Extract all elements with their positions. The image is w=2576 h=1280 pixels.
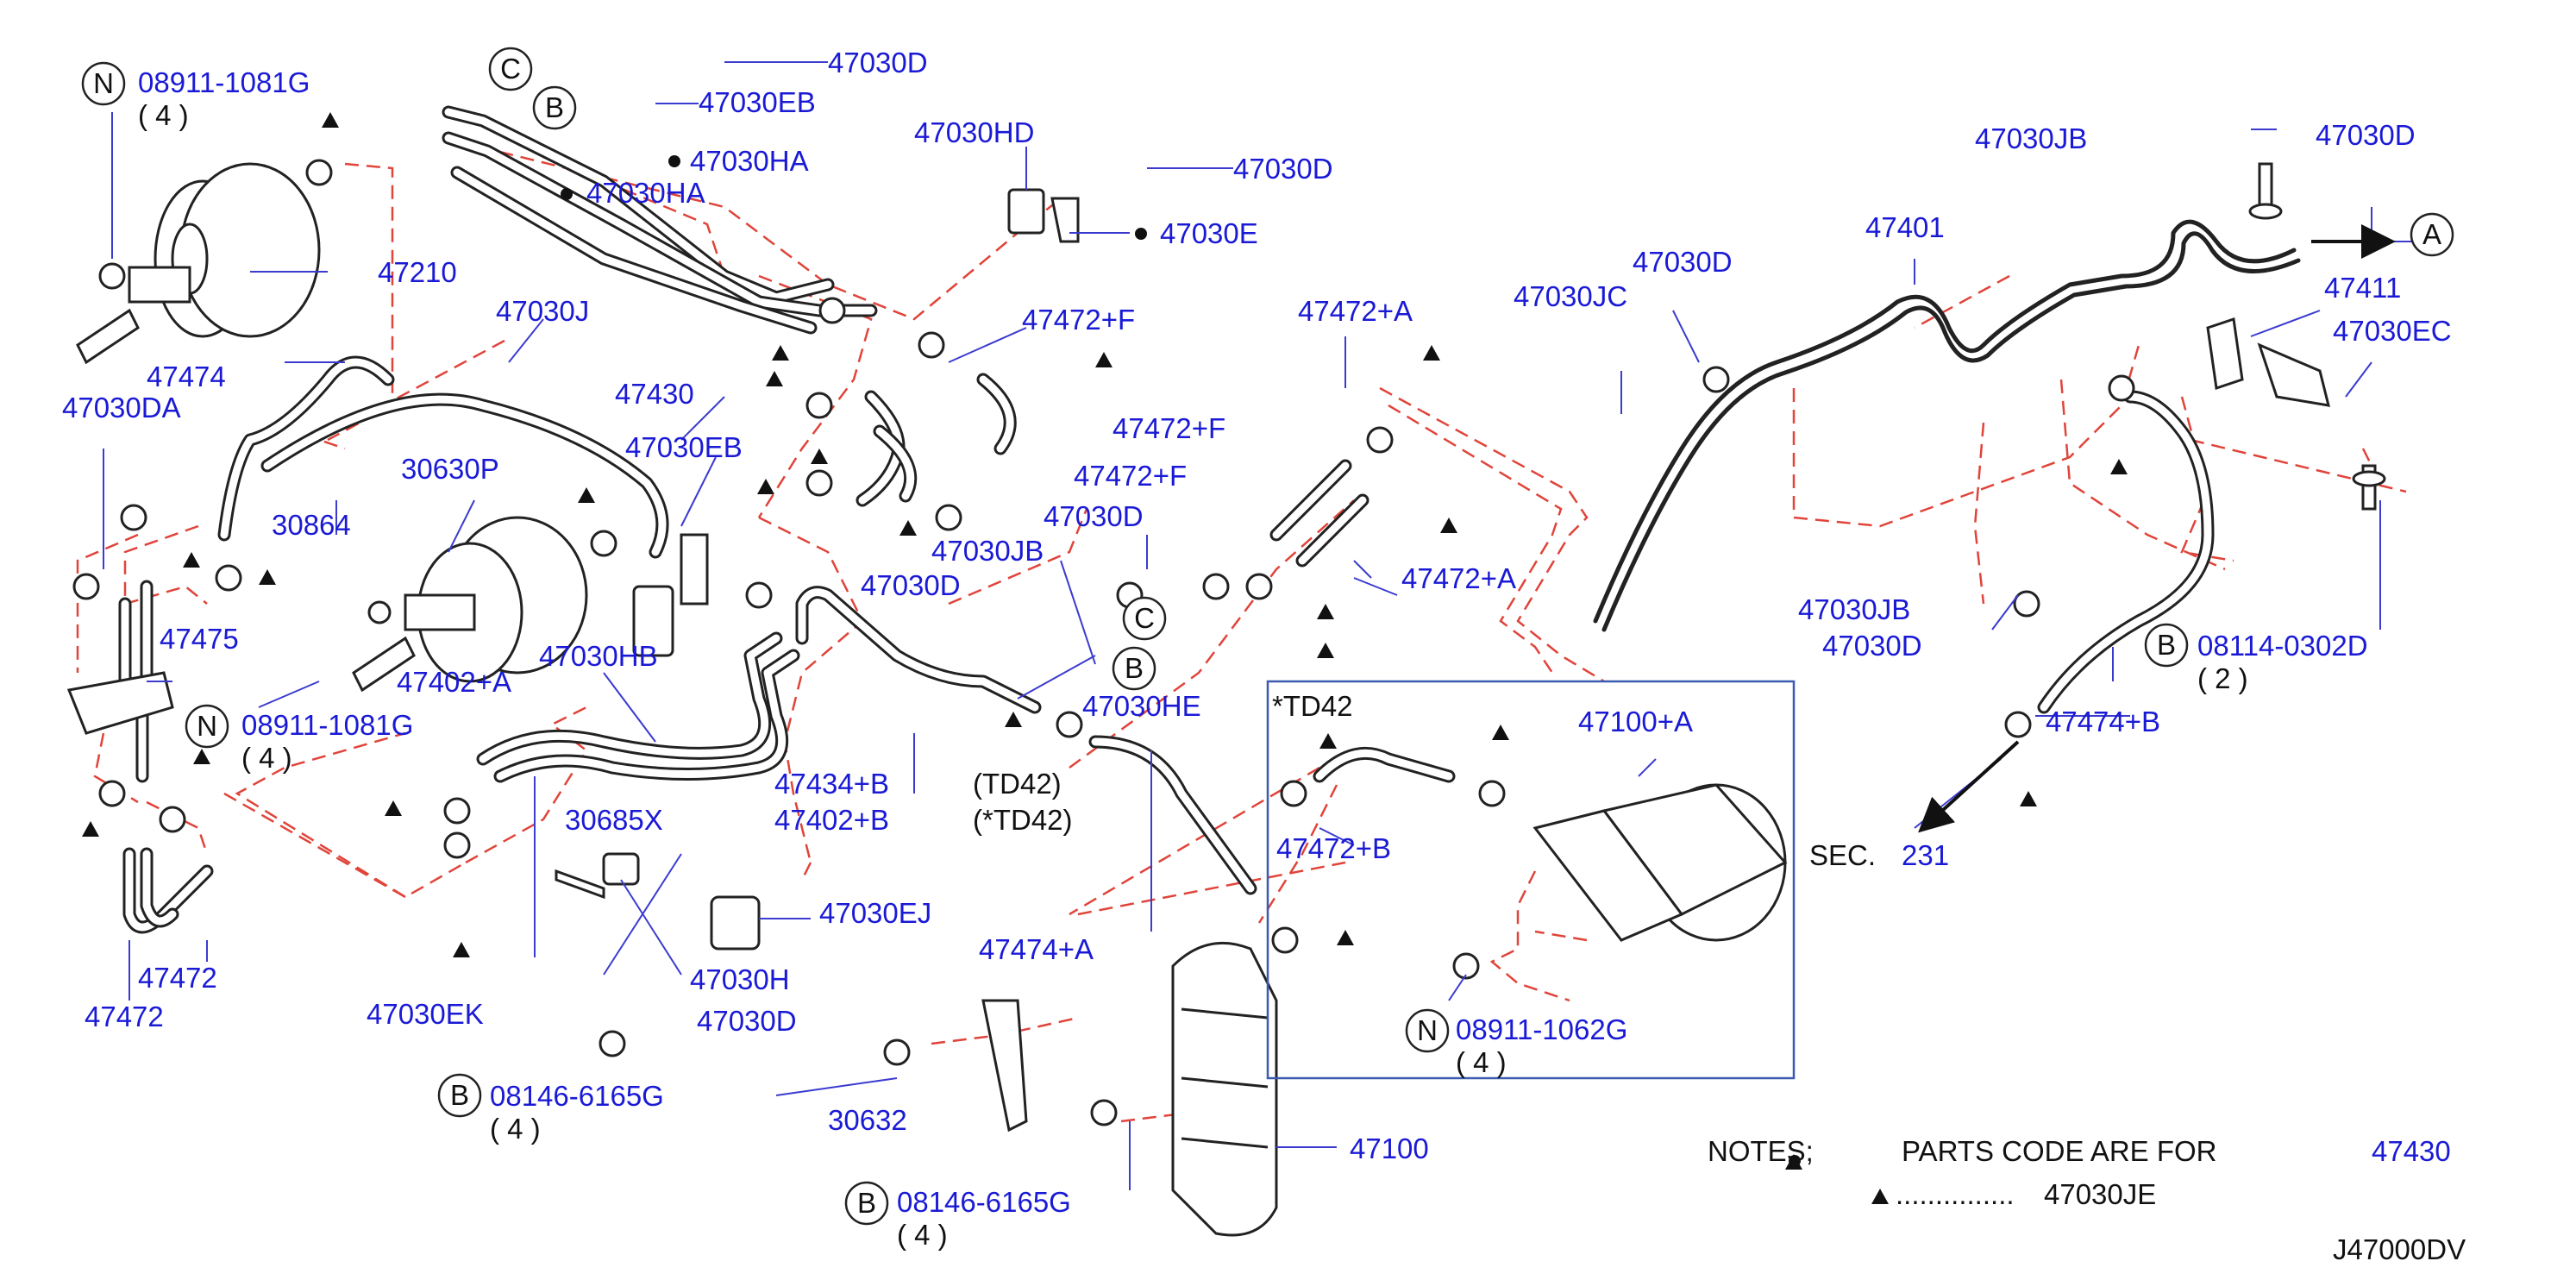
label-47030d-mid: 47030D xyxy=(1044,500,1144,532)
label-47030ec: 47030EC xyxy=(2333,315,2452,347)
label-47030d-hd: 47030D xyxy=(1233,153,1333,185)
note-symbols xyxy=(82,112,2128,1170)
label-47030jb-top: 47030JB xyxy=(1975,122,2087,154)
callout-b-mid: B xyxy=(1125,652,1144,684)
label-sec: SEC. xyxy=(1809,839,1876,871)
label-47100a: 47100+A xyxy=(1578,706,1693,737)
label-47474: 47474 xyxy=(147,361,226,392)
callout-n-top: N xyxy=(93,67,114,99)
label-td42: (TD42) xyxy=(973,768,1062,800)
label-qty-4-left: ( 4 ) xyxy=(490,1113,541,1145)
notes-triangle-icon xyxy=(1871,1189,1889,1204)
label-47030d-right: 47030D xyxy=(1822,630,1922,662)
label-47430: 47430 xyxy=(615,378,694,410)
label-47472f-low: 47472+F xyxy=(1074,460,1187,492)
label-47030e: 47030E xyxy=(1160,217,1258,249)
callout-b-lower-left: B xyxy=(450,1079,469,1111)
label-47030da: 47030DA xyxy=(62,392,181,424)
diagram-id: J47000DV xyxy=(2333,1233,2466,1265)
label-47030jc: 47030JC xyxy=(1514,280,1627,312)
label-47030eb-mid: 47030EB xyxy=(625,431,743,463)
callout-a-right: A xyxy=(2422,218,2441,250)
label-30630p: 30630P xyxy=(401,453,499,485)
label-47402b: 47402+B xyxy=(774,804,889,836)
leader-lines xyxy=(103,61,2423,1190)
callout-c-top: C xyxy=(500,53,521,85)
label-47411: 47411 xyxy=(2324,272,2401,304)
label-qty-4-inset: ( 4 ) xyxy=(1456,1046,1507,1078)
label-47472f-top: 47472+F xyxy=(1022,304,1135,336)
label-47472b: 47472+B xyxy=(1276,832,1391,864)
label-47401: 47401 xyxy=(1865,211,1945,243)
callout-n-mid: N xyxy=(197,710,217,742)
callout-b-bottom: B xyxy=(857,1187,876,1219)
label-47030ej: 47030EJ xyxy=(819,897,931,929)
part-labels: 08911-1081G ( 4 ) 47030D 47030EB 47030HA… xyxy=(62,47,2452,1251)
label-47030he: 47030HE xyxy=(1082,690,1201,722)
notes-section: NOTES; PARTS CODE ARE FOR 47430 ........… xyxy=(1708,1135,2451,1210)
label-47030ek: 47030EK xyxy=(367,998,484,1030)
label-47030hd: 47030HD xyxy=(914,116,1034,148)
label-47030h: 47030H xyxy=(690,963,790,995)
label-47030d-left: 47030D xyxy=(861,569,961,601)
notes-line2-dots: ............... xyxy=(1896,1178,2015,1210)
label-47472a-top: 47472+A xyxy=(1298,295,1413,327)
label-47474a: 47474+A xyxy=(979,933,1094,965)
label-qty-2: ( 2 ) xyxy=(2197,662,2248,694)
callout-circles: C B N N C B B B N A B xyxy=(81,47,2454,1226)
label-47475: 47475 xyxy=(160,623,239,655)
label-star-td42: (*TD42) xyxy=(973,804,1073,836)
label-47402a: 47402+A xyxy=(397,666,511,698)
td42-inset-box xyxy=(1266,680,1796,1080)
label-47030jb-mid: 47030JB xyxy=(931,535,1044,567)
callout-n-inset: N xyxy=(1417,1014,1438,1046)
label-08911-1081g-top: 08911-1081G xyxy=(138,66,310,98)
label-47030eb-top: 47030EB xyxy=(699,86,816,118)
label-47472f-mid: 47472+F xyxy=(1113,412,1225,444)
label-08114-0302d: 08114-0302D xyxy=(2197,630,2368,662)
label-08146-6165g-left: 08146-6165G xyxy=(490,1080,664,1112)
notes-line1-text: PARTS CODE ARE FOR xyxy=(1902,1135,2217,1167)
label-47030j: 47030J xyxy=(496,295,589,327)
notes-line1-part: 47430 xyxy=(2372,1135,2451,1167)
label-qty-4-mid: ( 4 ) xyxy=(241,742,292,774)
label-47472-lower: 47472 xyxy=(85,1001,164,1032)
label-td42-inset: *TD42 xyxy=(1272,690,1353,722)
label-47030d-topright: 47030D xyxy=(2316,119,2416,151)
notes-line2-part: 47030JE xyxy=(2044,1178,2156,1210)
label-47100: 47100 xyxy=(1350,1133,1429,1164)
label-30864: 30864 xyxy=(272,509,351,541)
callout-c-mid: C xyxy=(1134,602,1155,634)
label-47030jb-right: 47030JB xyxy=(1798,593,1910,625)
label-qty-4-bottom: ( 4 ) xyxy=(897,1219,948,1251)
components xyxy=(66,159,2386,1237)
notes-heading: NOTES; xyxy=(1708,1135,1814,1167)
callout-b-right: B xyxy=(2157,629,2176,661)
label-47474b: 47474+B xyxy=(2046,706,2160,737)
label-30685x: 30685X xyxy=(565,804,663,836)
label-47030hb: 47030HB xyxy=(539,640,658,672)
label-08911-1081g-mid: 08911-1081G xyxy=(241,709,413,741)
label-47030d-top: 47030D xyxy=(828,47,928,78)
label-47030ha-left: 47030HA xyxy=(586,177,705,209)
label-sec-number: 231 xyxy=(1902,839,1949,871)
label-47434b: 47434+B xyxy=(774,768,889,800)
label-30632: 30632 xyxy=(828,1104,907,1136)
label-47472-upper: 47472 xyxy=(138,962,217,994)
label-qty-4-top: ( 4 ) xyxy=(138,99,189,131)
label-47030d-jc: 47030D xyxy=(1633,246,1733,278)
label-47210: 47210 xyxy=(378,256,457,288)
label-47472a-low: 47472+A xyxy=(1401,562,1516,594)
label-47030d-low: 47030D xyxy=(697,1005,797,1037)
label-47030ha-right: 47030HA xyxy=(690,145,809,177)
label-08146-6165g-bottom: 08146-6165G xyxy=(897,1186,1071,1218)
callout-b-top: B xyxy=(545,91,564,123)
label-08911-1062g: 08911-1062G xyxy=(1456,1013,1627,1045)
